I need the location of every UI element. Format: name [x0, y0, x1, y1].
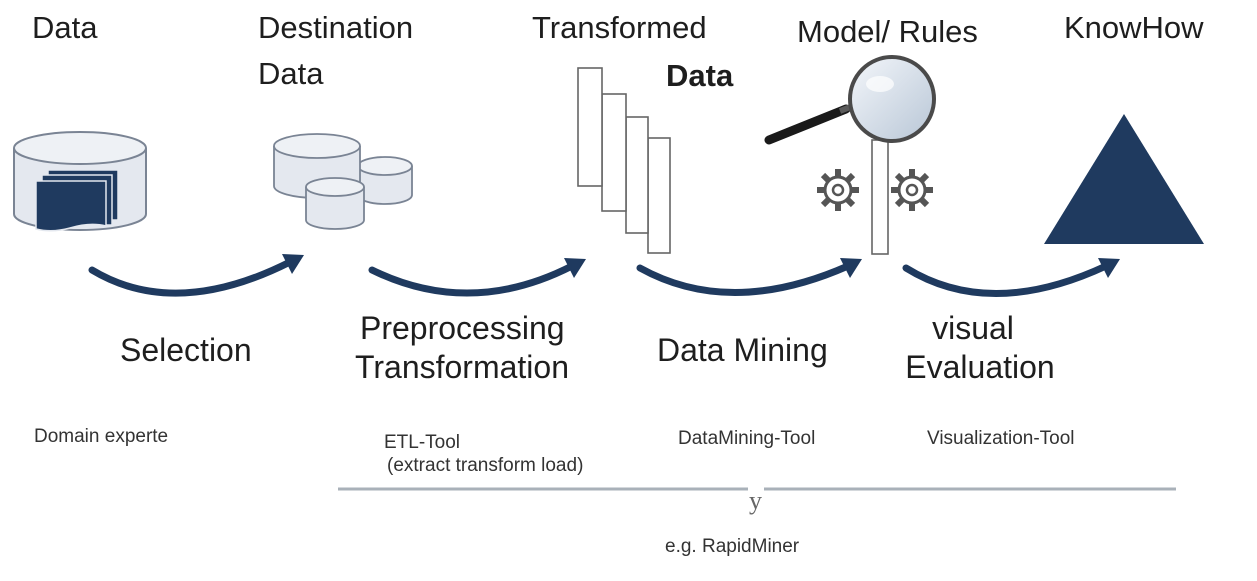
- transformed-bars-icon: [577, 67, 671, 254]
- stage-model-rules-title: Model/ Rules: [797, 14, 978, 49]
- knowhow-triangle-icon: [1044, 114, 1204, 244]
- stage-transformed-title-line2: Data: [666, 58, 734, 93]
- tool-etl-label-line1: ETL-Tool: [384, 432, 461, 453]
- tool-datamining-label: DataMining-Tool: [678, 428, 816, 449]
- arrow-preprocessing: [368, 262, 576, 297]
- arrow-selection: [88, 258, 294, 297]
- stage-destination-title-line1: Destination: [258, 10, 414, 45]
- tool-domain-label: Domain experte: [34, 426, 169, 447]
- model-bar: [871, 139, 889, 255]
- cylinder-front: [305, 177, 365, 230]
- stage-transformed-title-line1: Transformed: [532, 10, 707, 45]
- step-preprocessing-line2: Transformation: [355, 349, 569, 385]
- brace-caption: e.g. RapidMiner: [665, 536, 800, 557]
- step-selection-label: Selection: [120, 332, 252, 368]
- arrowhead-preprocessing: [564, 258, 586, 278]
- gear-right-icon: [891, 169, 933, 211]
- step-preprocessing-line1: Preprocessing: [360, 310, 565, 346]
- destination-cylinders-icon: [273, 133, 413, 230]
- magnifier-icon: [764, 55, 936, 145]
- stage-data-title: Data: [32, 10, 98, 45]
- arrow-evaluation: [902, 262, 1110, 297]
- gear-left-icon: [817, 169, 859, 211]
- brace-mark: y: [749, 486, 762, 515]
- step-data-mining-label: Data Mining: [657, 332, 828, 368]
- stage-destination-title-line2: Data: [258, 56, 324, 91]
- arrowhead-selection: [282, 254, 304, 274]
- stage-knowhow-title: KnowHow: [1064, 10, 1204, 45]
- tool-etl-label-line2: (extract transform load): [387, 455, 584, 476]
- model-rules-icon: [764, 55, 936, 255]
- arrowhead-evaluation: [1098, 258, 1120, 278]
- step-visual-line1: visual: [932, 310, 1014, 346]
- documents-icon: [35, 169, 119, 232]
- data-cylinder-icon: [13, 131, 147, 232]
- tool-visualization-label: Visualization-Tool: [927, 428, 1075, 449]
- arrow-data-mining: [636, 262, 852, 296]
- cylinder-back-right: [357, 156, 413, 205]
- arrowhead-data-mining: [840, 258, 862, 278]
- step-visual-line2: Evaluation: [905, 349, 1055, 385]
